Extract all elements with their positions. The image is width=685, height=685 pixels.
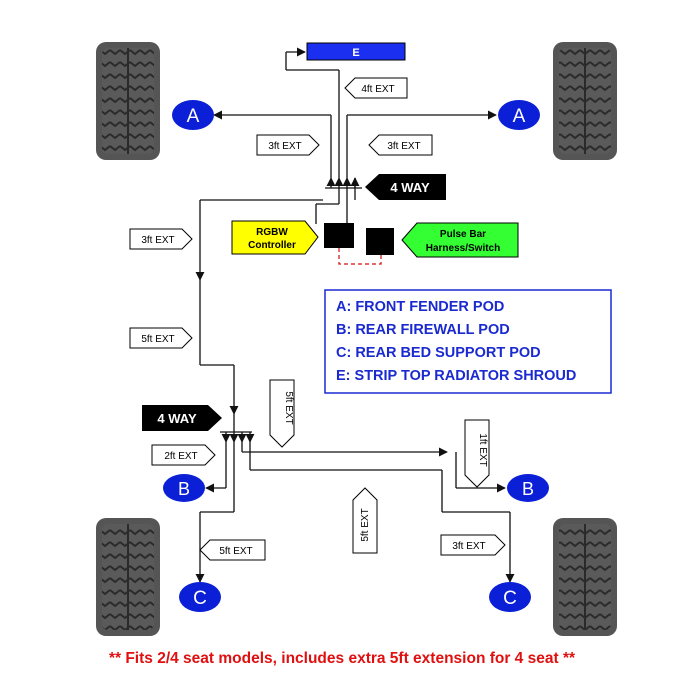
ext-3ft-left-upper: 3ft EXT — [256, 134, 320, 156]
four-way-upper: 4 WAY — [365, 174, 446, 200]
ext-2ft-left-lower: 2ft EXT — [151, 444, 216, 466]
pulse-label-line1: Pulse Bar — [440, 229, 486, 240]
legend-item-e: E: STRIP TOP RADIATOR SHROUD — [336, 368, 576, 384]
tire-rear-left — [96, 518, 160, 636]
node-b-left: B — [163, 474, 205, 502]
pulse-bar-harness: Pulse Bar Harness/Switch — [401, 222, 519, 258]
ext-4ft-top: 4ft EXT — [344, 77, 408, 99]
node-a-right-label: A — [513, 106, 526, 127]
ext-5ft-vertical-center: 5ft EXT — [269, 379, 295, 448]
node-c-left-label: C — [193, 588, 207, 609]
node-c-right-label: C — [503, 588, 517, 609]
ext-3ft-right-upper: 3ft EXT — [368, 134, 433, 156]
ext-3ft-right-bottom: 3ft EXT — [440, 534, 506, 556]
ext-3ft-left-mid-label: 3ft EXT — [141, 235, 174, 246]
ext-5ft-left-bottom: 5ft EXT — [199, 539, 266, 561]
ext-3ft-right-bottom-label: 3ft EXT — [452, 541, 485, 552]
rgbw-controller: RGBW Controller — [231, 220, 319, 255]
rgbw-label-line2: Controller — [248, 240, 296, 251]
ext-2ft-left-lower-label: 2ft EXT — [164, 451, 197, 462]
ext-5ft-left-bottom-label: 5ft EXT — [219, 546, 252, 557]
legend-item-b: B: REAR FIREWALL POD — [336, 322, 510, 338]
ext-3ft-left-mid: 3ft EXT — [129, 228, 193, 250]
node-c-left: C — [179, 582, 221, 612]
e-bar-label: E — [352, 47, 359, 59]
wires — [195, 47, 515, 583]
node-c-right: C — [489, 582, 531, 612]
strip-e-bar: E — [306, 42, 406, 61]
node-b-right: B — [507, 474, 549, 502]
node-a-right: A — [498, 100, 540, 130]
node-b-left-label: B — [178, 479, 190, 499]
four-way-upper-label: 4 WAY — [390, 180, 430, 195]
legend-box: A: FRONT FENDER POD B: REAR FIREWALL POD… — [324, 289, 612, 394]
four-way-lower: 4 WAY — [142, 405, 222, 431]
four-way-lower-label: 4 WAY — [157, 411, 197, 426]
ext-5ft-vertical-center-label: 5ft EXT — [283, 391, 294, 424]
ext-5ft-left-mid: 5ft EXT — [129, 327, 193, 349]
footer-note: ** Fits 2/4 seat models, includes extra … — [109, 650, 576, 667]
ext-1ft-vertical-right: 1ft EXT — [464, 419, 490, 488]
rgbw-controller-box — [324, 223, 354, 248]
ext-3ft-right-upper-label: 3ft EXT — [387, 141, 420, 152]
rgbw-label-line1: RGBW — [256, 227, 288, 238]
node-b-right-label: B — [522, 479, 534, 499]
ext-3ft-left-upper-label: 3ft EXT — [268, 141, 301, 152]
legend-item-c: C: REAR BED SUPPORT POD — [336, 345, 541, 361]
ext-5ft-vertical-lower-label: 5ft EXT — [360, 508, 371, 541]
tire-front-right — [553, 42, 617, 160]
tire-rear-right — [553, 518, 617, 636]
ext-5ft-vertical-lower: 5ft EXT — [352, 487, 378, 554]
node-a-left: A — [172, 100, 214, 130]
pulse-bar-box — [366, 228, 394, 255]
node-a-left-label: A — [187, 106, 200, 127]
ext-1ft-vertical-right-label: 1ft EXT — [477, 433, 488, 466]
pulse-label-line2: Harness/Switch — [426, 243, 500, 254]
legend-item-a: A: FRONT FENDER POD — [336, 299, 504, 315]
tire-front-left — [96, 42, 160, 160]
ext-4ft-top-label: 4ft EXT — [361, 84, 394, 95]
ext-5ft-left-mid-label: 5ft EXT — [141, 334, 174, 345]
